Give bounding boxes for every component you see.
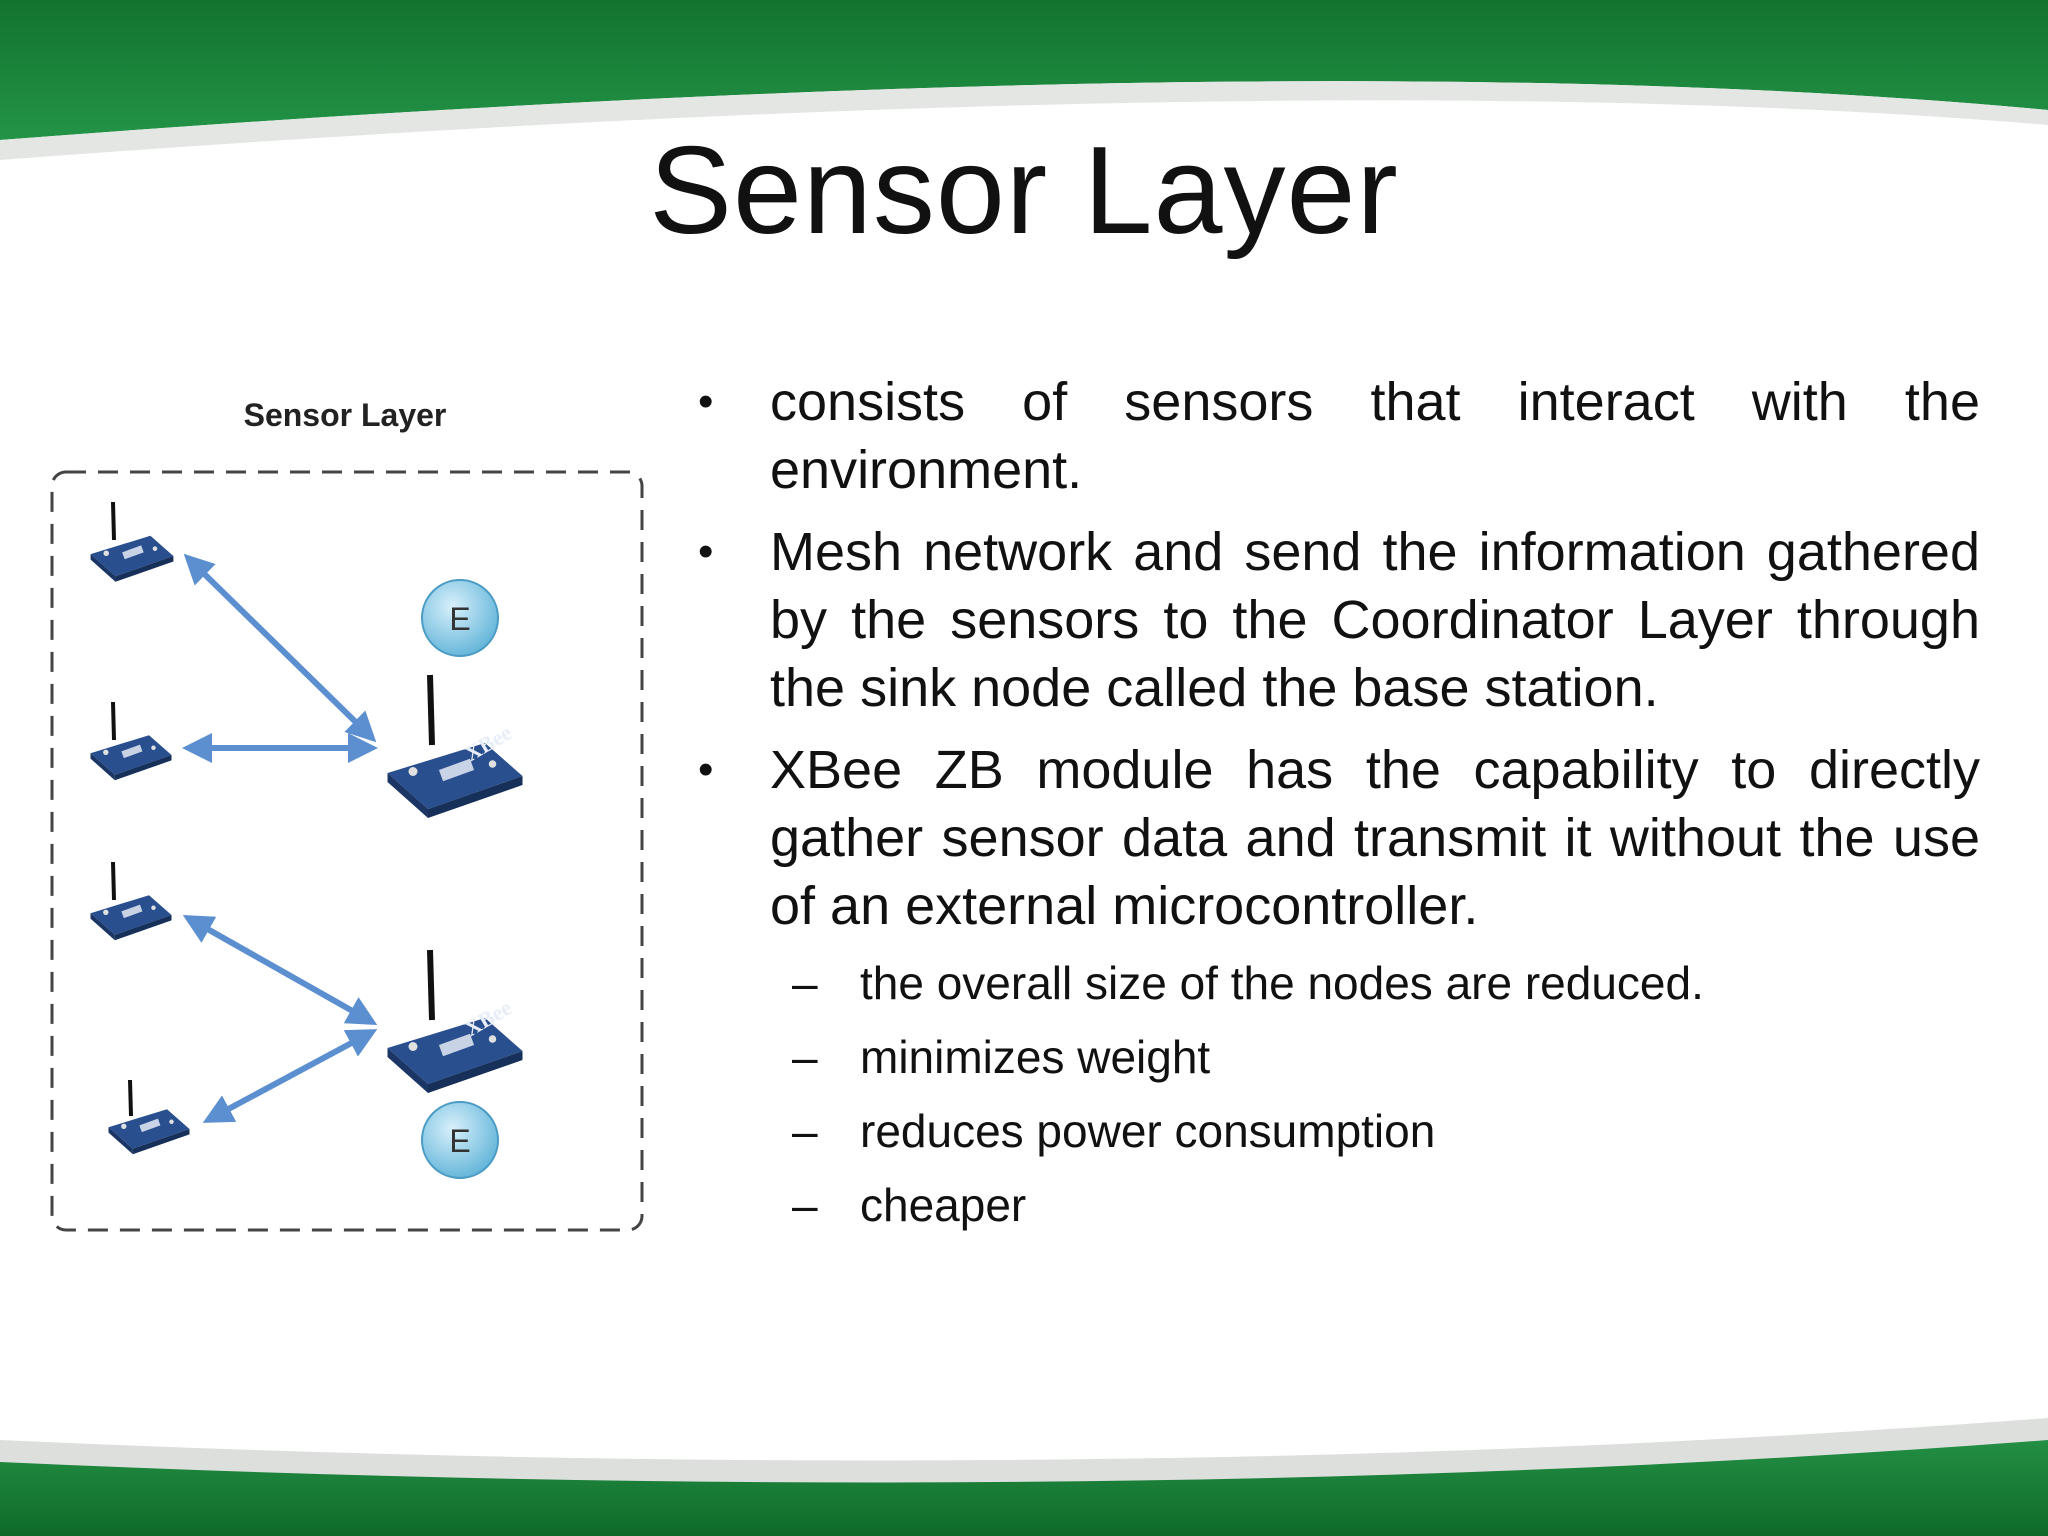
bullet-marker: • <box>698 527 714 576</box>
node-label-bottom: E <box>449 1123 470 1159</box>
sub-bullet-text: the overall size of the nodes are reduce… <box>860 957 1704 1009</box>
xbee-module-large-2: XBee <box>387 949 523 1093</box>
diagram-dashed-border <box>50 470 644 1232</box>
end-device-node-bottom: E <box>421 1101 499 1179</box>
end-device-node-top: E <box>421 579 499 657</box>
sub-bullet-item-3: – reduces power consumption <box>680 1102 1980 1160</box>
link-arrow-4 <box>202 1029 378 1123</box>
xbee-module-small-4 <box>108 1079 190 1155</box>
sub-bullet-text: reduces power consumption <box>860 1105 1436 1157</box>
bullet-text: consists of sensors that interact with t… <box>770 372 1980 500</box>
sub-bullet-text: minimizes weight <box>860 1031 1211 1083</box>
sub-bullet-marker: – <box>792 1105 818 1157</box>
link-arrow-1 <box>183 553 377 743</box>
sensor-layer-diagram: Sensor Layer XBee XBee E E <box>50 397 644 1232</box>
bottom-green-band <box>0 1440 2048 1536</box>
sub-bullet-marker: – <box>792 957 818 1009</box>
sub-bullet-text: cheaper <box>860 1179 1027 1231</box>
top-green-band <box>0 0 2048 140</box>
bullet-item-2: • Mesh network and send the information … <box>680 518 1980 722</box>
bullet-marker: • <box>698 377 714 426</box>
bullet-text: Mesh network and send the information ga… <box>770 522 1980 718</box>
link-arrow-3 <box>182 915 378 1025</box>
diagram-caption: Sensor Layer <box>244 397 447 433</box>
xbee-module-small-1 <box>90 501 174 582</box>
top-gray-shadow <box>0 81 2048 160</box>
bullet-item-1: • consists of sensors that interact with… <box>680 368 1980 504</box>
sub-bullet-marker: – <box>792 1031 818 1083</box>
bullet-item-3: • XBee ZB module has the capability to d… <box>680 736 1980 940</box>
bullet-marker: • <box>698 745 714 794</box>
bullet-text: XBee ZB module has the capability to dir… <box>770 740 1980 936</box>
slide-title: Sensor Layer <box>649 122 1399 260</box>
slide-body: • consists of sensors that interact with… <box>680 368 1980 1250</box>
sub-bullet-item-4: – cheaper <box>680 1176 1980 1234</box>
xbee-module-large-1: XBee <box>387 674 523 818</box>
sub-bullet-item-1: – the overall size of the nodes are redu… <box>680 954 1980 1012</box>
sub-bullet-list: – the overall size of the nodes are redu… <box>680 954 1980 1234</box>
xbee-module-small-2 <box>90 701 172 781</box>
sub-bullet-item-2: – minimizes weight <box>680 1028 1980 1086</box>
node-label-top: E <box>449 601 470 637</box>
sub-bullet-marker: – <box>792 1179 818 1231</box>
xbee-module-small-3 <box>90 861 172 941</box>
